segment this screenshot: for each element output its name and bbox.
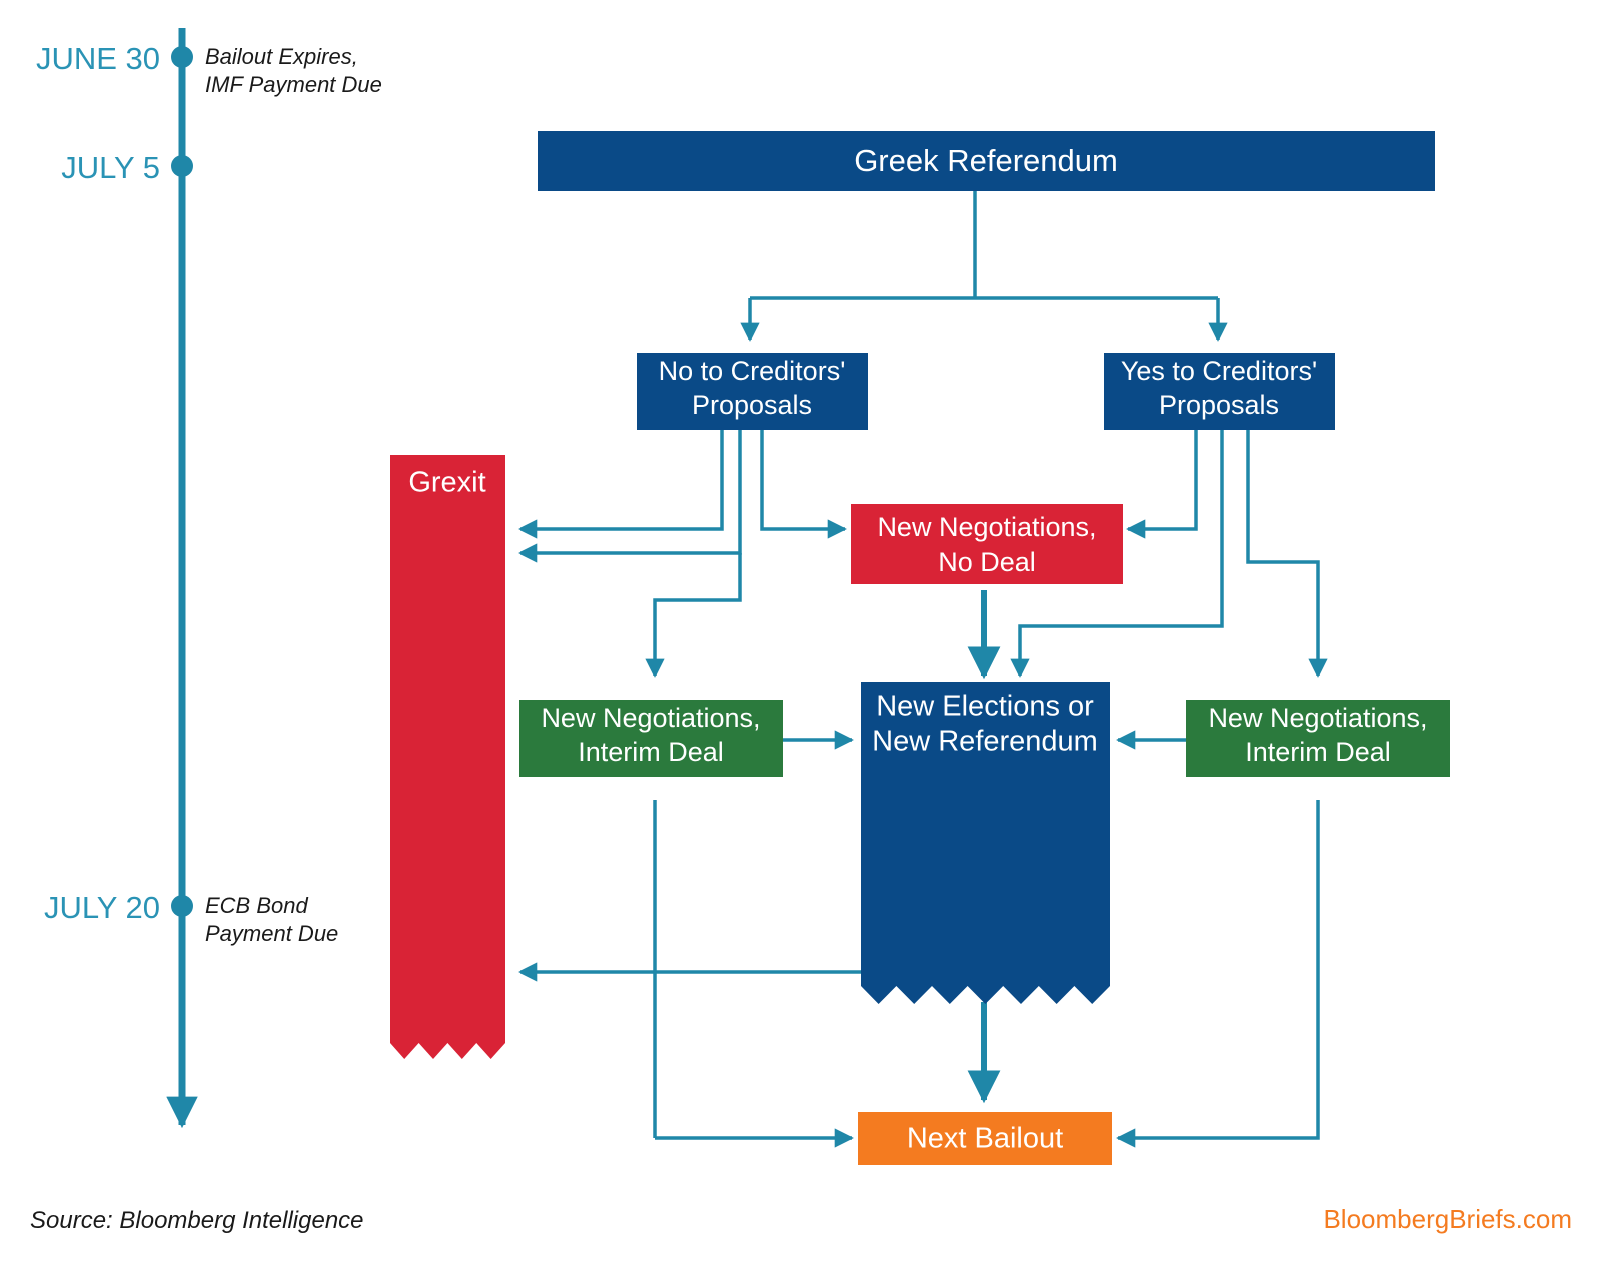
node-greek-referendum[interactable]: Greek Referendum <box>538 131 1435 191</box>
edge-interim-right-to-bailout <box>1116 800 1320 1148</box>
node-yes-to-creditors-proposals[interactable]: Yes to Creditors' Proposals <box>1104 353 1335 430</box>
node-label-grexit: Grexit <box>408 467 485 499</box>
node-label-greek-referendum: Greek Referendum <box>854 143 1118 178</box>
node-label-interim-right-line1: New Negotiations, <box>1208 703 1427 733</box>
node-next-bailout[interactable]: Next Bailout <box>858 1112 1112 1165</box>
edge-yes-to-no-deal <box>1126 430 1198 539</box>
edge-yes-to-interim-right <box>1246 430 1328 678</box>
node-no-to-creditors-proposals[interactable]: No to Creditors' Proposals <box>637 353 868 430</box>
edge-no-to-no-deal <box>760 430 847 539</box>
connectors <box>518 191 1328 1148</box>
node-new-negotiations-no-deal[interactable]: New Negotiations, No Deal <box>851 504 1123 584</box>
edge-yes-to-elections <box>1010 430 1224 678</box>
timeline-note-june-30-line1: Bailout Expires, <box>205 44 358 69</box>
node-label-interim-left-line1: New Negotiations, <box>541 703 760 733</box>
node-label-no-proposals-line2: Proposals <box>692 390 812 420</box>
node-label-no-deal-line1: New Negotiations, <box>877 512 1096 542</box>
node-label-no-proposals-line1: No to Creditors' <box>659 356 846 386</box>
timeline-date-july-20: JULY 20 <box>44 890 160 925</box>
brand-wordmark: BloombergBriefs.com <box>1323 1204 1572 1234</box>
timeline-date-july-5: JULY 5 <box>61 150 160 185</box>
edge-no-to-grexit-b <box>518 430 742 563</box>
timeline-dot-july-5 <box>171 155 193 177</box>
timeline-note-july-20-line2: Payment Due <box>205 921 338 946</box>
timeline-dot-july-20 <box>171 895 193 917</box>
node-shape-elections <box>861 682 1110 1004</box>
edge-no-to-grexit-a <box>518 430 724 539</box>
timeline-note-july-20-line1: ECB Bond <box>205 893 308 918</box>
timeline-date-june-30: JUNE 30 <box>36 41 160 76</box>
node-label-yes-proposals-line2: Proposals <box>1159 390 1279 420</box>
source-note: Source: Bloomberg Intelligence <box>30 1207 364 1234</box>
edge-no-to-interim-left <box>645 553 742 678</box>
node-label-elections-line1: New Elections or <box>876 691 1094 723</box>
node-label-no-deal-line2: No Deal <box>938 547 1036 577</box>
timeline-note-june-30-line2: IMF Payment Due <box>205 72 382 97</box>
node-new-negotiations-interim-deal-left[interactable]: New Negotiations, Interim Deal <box>519 700 783 777</box>
node-label-interim-right-line2: Interim Deal <box>1245 737 1391 767</box>
timeline: JUNE 30 Bailout Expires, IMF Payment Due… <box>36 28 382 1129</box>
node-new-negotiations-interim-deal-right[interactable]: New Negotiations, Interim Deal <box>1186 700 1450 777</box>
node-label-interim-left-line2: Interim Deal <box>578 737 724 767</box>
node-shape-grexit <box>390 455 505 1059</box>
timeline-dot-june-30 <box>171 46 193 68</box>
node-grexit[interactable]: Grexit <box>390 455 505 1059</box>
node-label-yes-proposals-line1: Yes to Creditors' <box>1121 356 1317 386</box>
node-label-elections-line2: New Referendum <box>872 726 1098 758</box>
node-new-elections-or-new-referendum[interactable]: New Elections or New Referendum <box>861 682 1110 1004</box>
node-label-next-bailout: Next Bailout <box>907 1123 1063 1155</box>
